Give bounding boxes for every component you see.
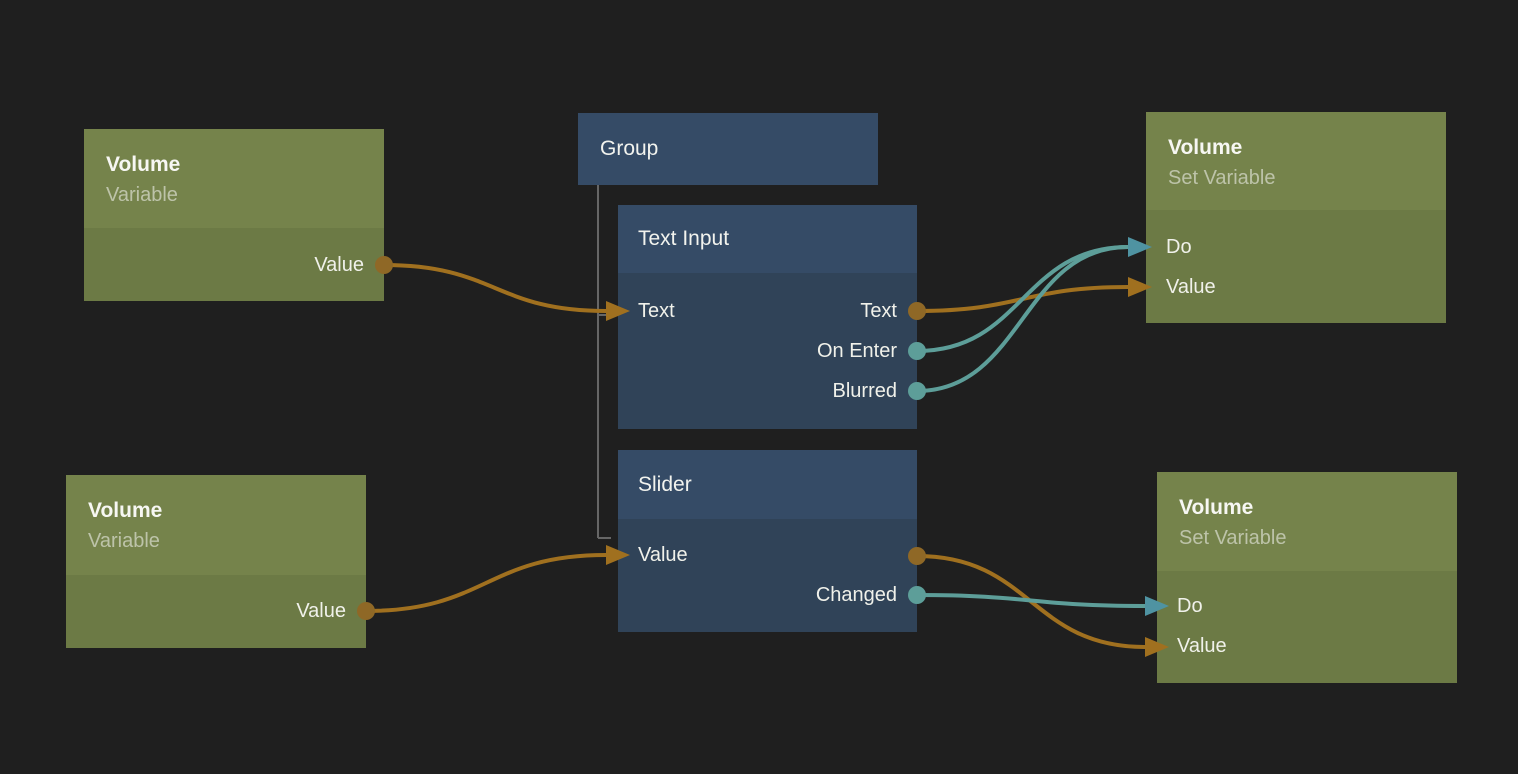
port-row-value[interactable]: Value	[618, 535, 917, 575]
node-title: Volume	[1168, 136, 1243, 159]
input-row-do[interactable]: Do	[1157, 586, 1457, 626]
port-label-changed: Changed	[815, 583, 897, 606]
node-text-input[interactable]: Text Input Text Text On Enter Blurred	[618, 205, 917, 429]
node-title: Volume	[88, 499, 163, 522]
node-set-variable-volume-2[interactable]: Volume Set Variable Do Value	[1157, 472, 1457, 683]
port-label-value: Value	[296, 599, 346, 622]
node-header: Volume Variable	[66, 475, 366, 575]
wire-slider-changed-to-set2-do[interactable]	[915, 593, 1147, 608]
node-variable-volume-2[interactable]: Volume Variable Value	[66, 475, 366, 648]
node-subtitle: Variable	[88, 530, 160, 552]
port-label-blurred: Blurred	[832, 379, 897, 402]
input-row-value[interactable]: Value	[1157, 626, 1457, 666]
node-set-variable-volume-1[interactable]: Volume Set Variable Do Value	[1146, 112, 1446, 323]
node-slider[interactable]: Slider Value Changed	[618, 450, 917, 632]
node-ports: Do Value	[1157, 571, 1457, 683]
node-ports: Text Text On Enter Blurred	[618, 273, 917, 429]
port-label-do: Do	[1177, 594, 1203, 617]
input-port-label-value: Value	[638, 543, 688, 566]
node-title: Slider	[638, 472, 692, 496]
input-row-do[interactable]: Do	[1146, 227, 1446, 267]
wire-var2-value-to-slider-value[interactable]	[364, 553, 608, 613]
output-row-blurred[interactable]: Blurred	[618, 371, 917, 411]
node-title: Volume	[106, 153, 181, 176]
node-group[interactable]: Group	[578, 113, 878, 185]
output-row-value[interactable]: Value	[66, 591, 366, 631]
node-header: Slider	[618, 450, 917, 519]
port-label-value: Value	[1166, 275, 1216, 298]
port-label-value: Value	[314, 253, 364, 276]
node-header: Volume Set Variable	[1146, 112, 1446, 210]
node-ports: Value Changed	[618, 519, 917, 632]
output-row-on-enter[interactable]: On Enter	[618, 331, 917, 371]
node-title: Group	[600, 137, 659, 160]
node-subtitle: Set Variable	[1179, 527, 1287, 549]
node-variable-volume-1[interactable]: Volume Variable Value	[84, 129, 384, 301]
output-port-label-text: Text	[860, 299, 897, 322]
wire-textinput-onenter-to-set1-do[interactable]	[915, 245, 1130, 353]
port-label-do: Do	[1166, 235, 1192, 258]
output-row-value[interactable]: Value	[84, 245, 384, 285]
node-title: Text Input	[638, 227, 730, 250]
wire-textinput-text-to-set1-value[interactable]	[915, 285, 1130, 313]
node-ports: Value	[66, 575, 366, 648]
input-port-label-text: Text	[638, 299, 675, 322]
node-subtitle: Variable	[106, 184, 178, 206]
node-header: Volume Variable	[84, 129, 384, 228]
port-label-on-enter: On Enter	[816, 339, 897, 362]
node-subtitle: Set Variable	[1168, 167, 1276, 189]
port-label-value: Value	[1177, 634, 1227, 657]
node-ports: Value	[84, 228, 384, 301]
node-header: Volume Set Variable	[1157, 472, 1457, 571]
wire-var1-value-to-textinput-text[interactable]	[382, 263, 608, 313]
wire-slider-value-to-set2-value[interactable]	[915, 554, 1147, 649]
input-row-value[interactable]: Value	[1146, 267, 1446, 307]
node-header: Text Input	[618, 205, 917, 273]
wire-textinput-blurred-to-set1-do[interactable]	[915, 245, 1130, 393]
port-row-text[interactable]: Text Text	[618, 291, 917, 331]
output-row-changed[interactable]: Changed	[618, 575, 917, 615]
node-title: Volume	[1179, 496, 1254, 519]
node-ports: Do Value	[1146, 210, 1446, 323]
